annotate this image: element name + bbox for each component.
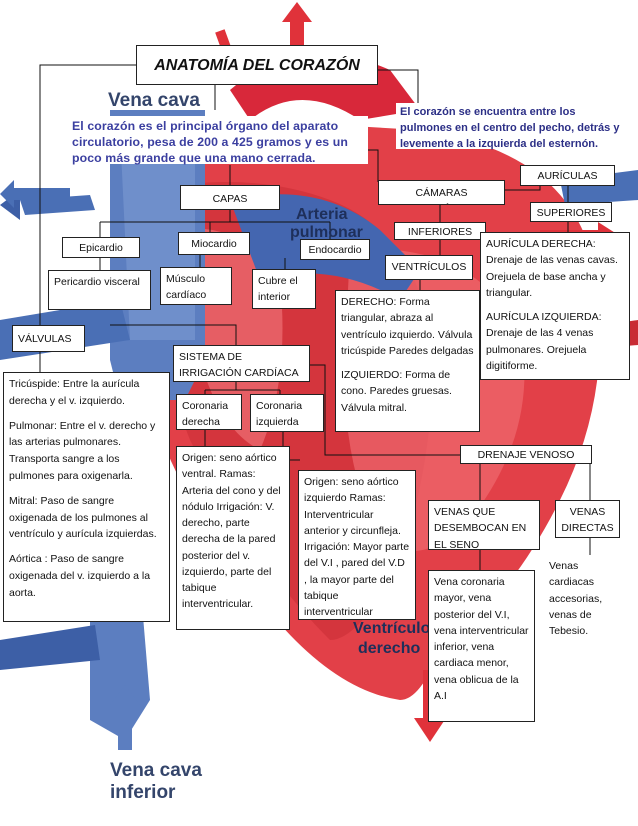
node-irrigacion: SISTEMA DE IRRIGACIÓN CARDÍACA: [173, 345, 310, 382]
node-ventriculos: VENTRÍCULOS: [385, 255, 473, 280]
auricula-izquierda-text: AURÍCULA IZQUIERDA: Drenaje de las 4 ven…: [486, 311, 602, 372]
node-capas: CAPAS: [180, 185, 280, 210]
label-vena-cava-inferior-1: Vena cava: [110, 760, 202, 781]
node-vena-coronaria: Vena coronaria mayor, vena posterior del…: [428, 570, 535, 722]
page-title: ANATOMÍA DEL CORAZÓN: [136, 45, 378, 85]
node-coronaria-derecha: Coronaria derecha: [176, 394, 242, 430]
label-vena-cava-inferior-2: inferior: [110, 782, 176, 803]
node-ventriculos-detalle: DERECHO: Forma triangular, abraza al ven…: [335, 290, 480, 432]
label-ventriculo: Ventrículo: [353, 620, 431, 637]
node-coronaria-izquierda: Coronaria izquierda: [250, 394, 324, 432]
node-endocardio: Endocardio: [300, 239, 370, 260]
node-auriculas-detalle: AURÍCULA DERECHA: Drenaje de las venas c…: [480, 232, 630, 380]
node-superiores: SUPERIORES: [530, 202, 612, 222]
node-miocardio: Miocardio: [178, 232, 250, 255]
label-derecho: derecho: [358, 640, 421, 657]
node-musculo: Músculo cardíaco: [160, 267, 232, 305]
valvula-aortica-text: Aórtica : Paso de sangre oxigenada del v…: [9, 553, 151, 599]
node-venas-seno: VENAS QUE DESEMBOCAN EN EL SENO CORONARI…: [428, 500, 540, 550]
node-valvulas: VÁLVULAS: [12, 325, 85, 352]
location-text: El corazón se encuentra entre los pulmon…: [396, 103, 626, 150]
ventriculo-izquierdo-text: IZQUIERDO: Forma de cono. Paredes gruesa…: [341, 369, 452, 414]
label-vena-cava-superior: Vena cava: [108, 90, 200, 111]
node-epicardio: Epicardio: [62, 237, 140, 258]
ventriculo-derecho-text: DERECHO: Forma triangular, abraza al ven…: [341, 296, 474, 357]
node-pericardio: Pericardio visceral: [48, 270, 151, 310]
node-inferiores: INFERIORES: [394, 222, 486, 240]
intro-text: El corazón es el principal órgano del ap…: [66, 116, 368, 165]
node-valvulas-detalle: Tricúspide: Entre la aurícula derecha y …: [3, 372, 170, 622]
node-drenaje: DRENAJE VENOSO: [460, 445, 592, 464]
valvula-pulmonar-text: Pulmonar: Entre el v. derecho y las arte…: [9, 419, 156, 482]
valvula-tricuspide-text: Tricúspide: Entre la aurícula derecha y …: [9, 378, 140, 407]
node-origen-derecha: Origen: seno aórtico ventral. Ramas: Art…: [176, 446, 290, 630]
valvula-mitral-text: Mitral: Paso de sangre oxigenada de los …: [9, 494, 157, 541]
node-auriculas: AURÍCULAS: [520, 165, 615, 186]
node-venas-directas: VENAS DIRECTAS: [555, 500, 620, 538]
node-origen-izquierda: Origen: seno aórtico izquierdo Ramas: In…: [298, 470, 416, 620]
node-cubre: Cubre el interior: [252, 269, 316, 309]
node-venas-cardiacas: Venas cardiacas accesorias, venas de Teb…: [544, 555, 628, 650]
arrow-up-icon: [110, 685, 140, 750]
label-arteria: Arteria: [296, 206, 348, 223]
node-camaras: CÁMARAS CARDIÁCAS: [378, 180, 505, 205]
label-pulmonar: pulmonar: [290, 224, 363, 241]
auricula-derecha-text: AURÍCULA DERECHA: Drenaje de las venas c…: [486, 238, 618, 299]
